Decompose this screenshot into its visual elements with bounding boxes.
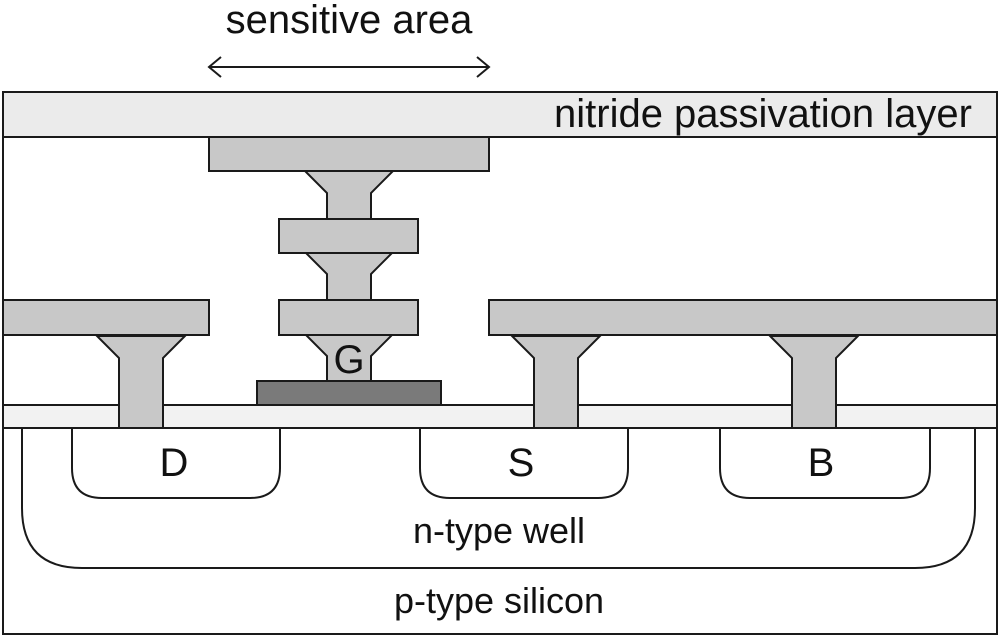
source-bulk-metal-line bbox=[488, 299, 998, 336]
drain-metal-line bbox=[2, 299, 210, 336]
n-type-well-label: n-type well bbox=[413, 510, 585, 551]
p-type-silicon-label: p-type silicon bbox=[394, 580, 604, 621]
source-diffusion bbox=[419, 428, 629, 499]
polysilicon-gate bbox=[256, 380, 442, 406]
n-type-well-region bbox=[21, 428, 976, 569]
gate-metal-2 bbox=[278, 218, 419, 254]
gate-metal-1 bbox=[278, 299, 419, 336]
drain-diffusion bbox=[71, 428, 281, 499]
sensing-electrode-top-metal bbox=[208, 136, 490, 172]
sensitive-area-label: sensitive area bbox=[226, 0, 474, 42]
bulk-label: B bbox=[808, 441, 835, 485]
drain-label: D bbox=[160, 441, 189, 485]
nitride-layer-label: nitride passivation layer bbox=[554, 92, 972, 136]
nitride-passivation-layer bbox=[2, 91, 998, 138]
sensitive-area-arrow bbox=[207, 56, 491, 78]
bulk-diffusion bbox=[719, 428, 931, 499]
source-label: S bbox=[508, 441, 535, 485]
gate-label: G bbox=[333, 338, 364, 382]
